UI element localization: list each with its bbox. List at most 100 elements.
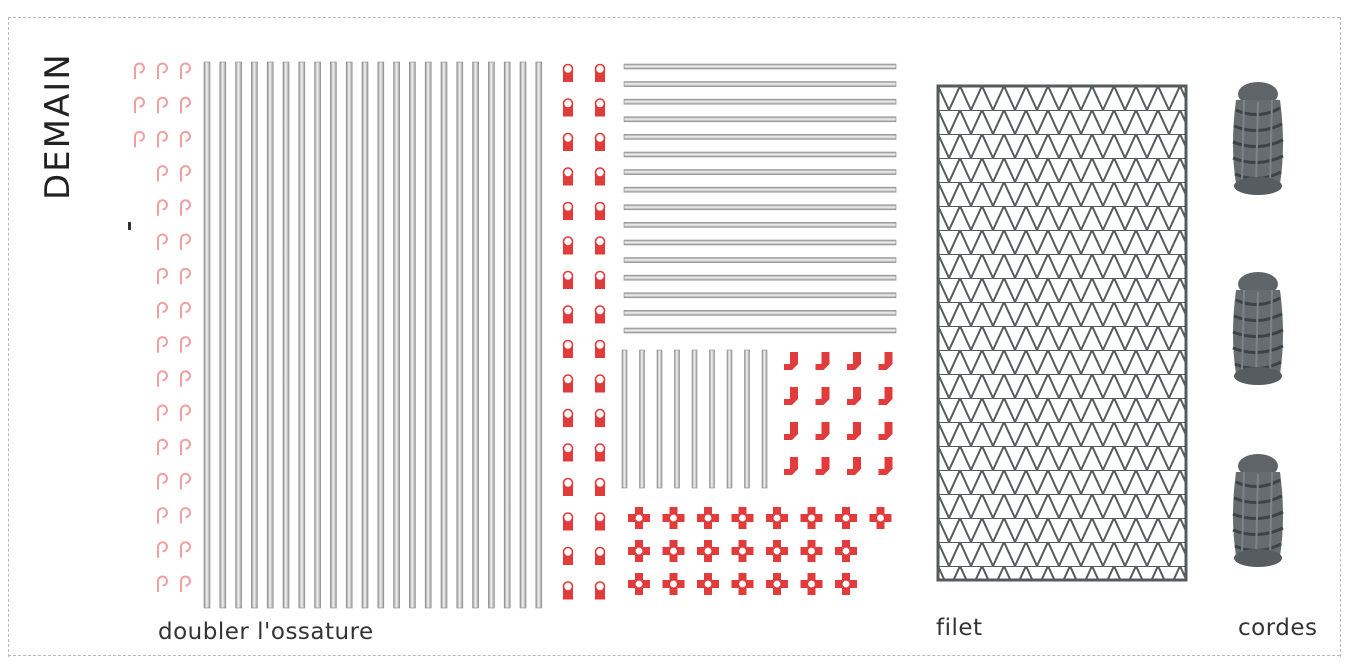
vertical-poles [204, 62, 542, 608]
clamp [595, 479, 605, 497]
peg-hook [158, 337, 167, 353]
clamp [563, 168, 573, 186]
bracket [847, 457, 861, 475]
clamp [563, 582, 573, 600]
peg-hook [181, 474, 190, 490]
short-vertical-pole [657, 350, 662, 488]
peg-hook [135, 64, 144, 80]
clamp [563, 410, 573, 428]
clamp [595, 513, 605, 531]
cross-connector [697, 507, 719, 529]
short-vertical-pole [762, 350, 767, 488]
clamp [563, 99, 573, 117]
vertical-pole [457, 62, 463, 608]
horizontal-pole [624, 205, 896, 210]
short-vertical-pole [622, 350, 627, 488]
rope-coil [1233, 454, 1283, 567]
clamp [563, 65, 573, 83]
cross-connector [870, 507, 892, 529]
peg-column [135, 64, 190, 593]
peg-hook [158, 235, 167, 251]
caption-ropes: cordes [1238, 617, 1318, 640]
bracket [816, 387, 830, 405]
caption-structure: doubler l'ossature [158, 621, 374, 644]
cross-connector [835, 540, 857, 562]
vertical-pole [283, 62, 289, 608]
clamp [563, 513, 573, 531]
vertical-pole [473, 62, 479, 608]
clamp [563, 341, 573, 359]
vertical-pole [378, 62, 384, 608]
cross-connector [628, 507, 650, 529]
bracket [879, 422, 893, 440]
bracket [879, 352, 893, 370]
horizontal-pole [624, 64, 896, 69]
peg-hook [181, 166, 190, 182]
cross-connector [697, 573, 719, 595]
clamp [595, 582, 605, 600]
cross-connector [663, 573, 685, 595]
caption-net: filet [936, 617, 983, 640]
peg-hook [135, 98, 144, 114]
bracket [879, 387, 893, 405]
bracket [879, 457, 893, 475]
vertical-pole [315, 62, 321, 608]
peg-hook [181, 371, 190, 387]
vertical-pole [236, 62, 242, 608]
horizontal-pole [624, 310, 896, 315]
horizontal-pole [624, 258, 896, 263]
rope-coil [1233, 272, 1283, 385]
clamp [595, 548, 605, 566]
clamp [595, 444, 605, 462]
peg-hook [181, 440, 190, 456]
clamp [595, 203, 605, 221]
vertical-pole [362, 62, 368, 608]
short-vertical-poles [622, 350, 767, 488]
bracket [816, 457, 830, 475]
horizontal-pole [624, 152, 896, 157]
vertical-pole [425, 62, 431, 608]
cross-connector [766, 573, 788, 595]
peg-hook [181, 235, 190, 251]
vertical-pole [536, 62, 542, 608]
bracket [784, 422, 798, 440]
peg-hook [158, 474, 167, 490]
peg-hook [181, 200, 190, 216]
peg-hook [181, 303, 190, 319]
vertical-pole [267, 62, 273, 608]
cross-connector [766, 507, 788, 529]
clamp-column [563, 65, 605, 600]
clamp [595, 168, 605, 186]
peg-hook [158, 166, 167, 182]
vertical-pole [394, 62, 400, 608]
clamp [563, 306, 573, 324]
peg-hook [158, 406, 167, 422]
vertical-pole [409, 62, 415, 608]
bracket [784, 457, 798, 475]
bracket-grid [784, 352, 893, 475]
horizontal-pole [624, 187, 896, 192]
peg-hook [158, 132, 167, 148]
bracket [816, 422, 830, 440]
peg-hook [181, 98, 190, 114]
cross-connector [628, 540, 650, 562]
clamp [563, 272, 573, 290]
cross-connector [766, 540, 788, 562]
peg-hook [181, 132, 190, 148]
cross-connector [697, 540, 719, 562]
cross-connector [628, 573, 650, 595]
short-vertical-pole [640, 350, 645, 488]
bracket [847, 387, 861, 405]
net-panel [938, 86, 1186, 580]
clamp [595, 99, 605, 117]
vertical-pole [204, 62, 210, 608]
horizontal-pole [624, 293, 896, 298]
peg-hook [158, 269, 167, 285]
vertical-pole [330, 62, 336, 608]
peg-hook [181, 64, 190, 80]
peg-hook [181, 337, 190, 353]
short-vertical-pole [727, 350, 732, 488]
horizontal-pole [624, 170, 896, 175]
